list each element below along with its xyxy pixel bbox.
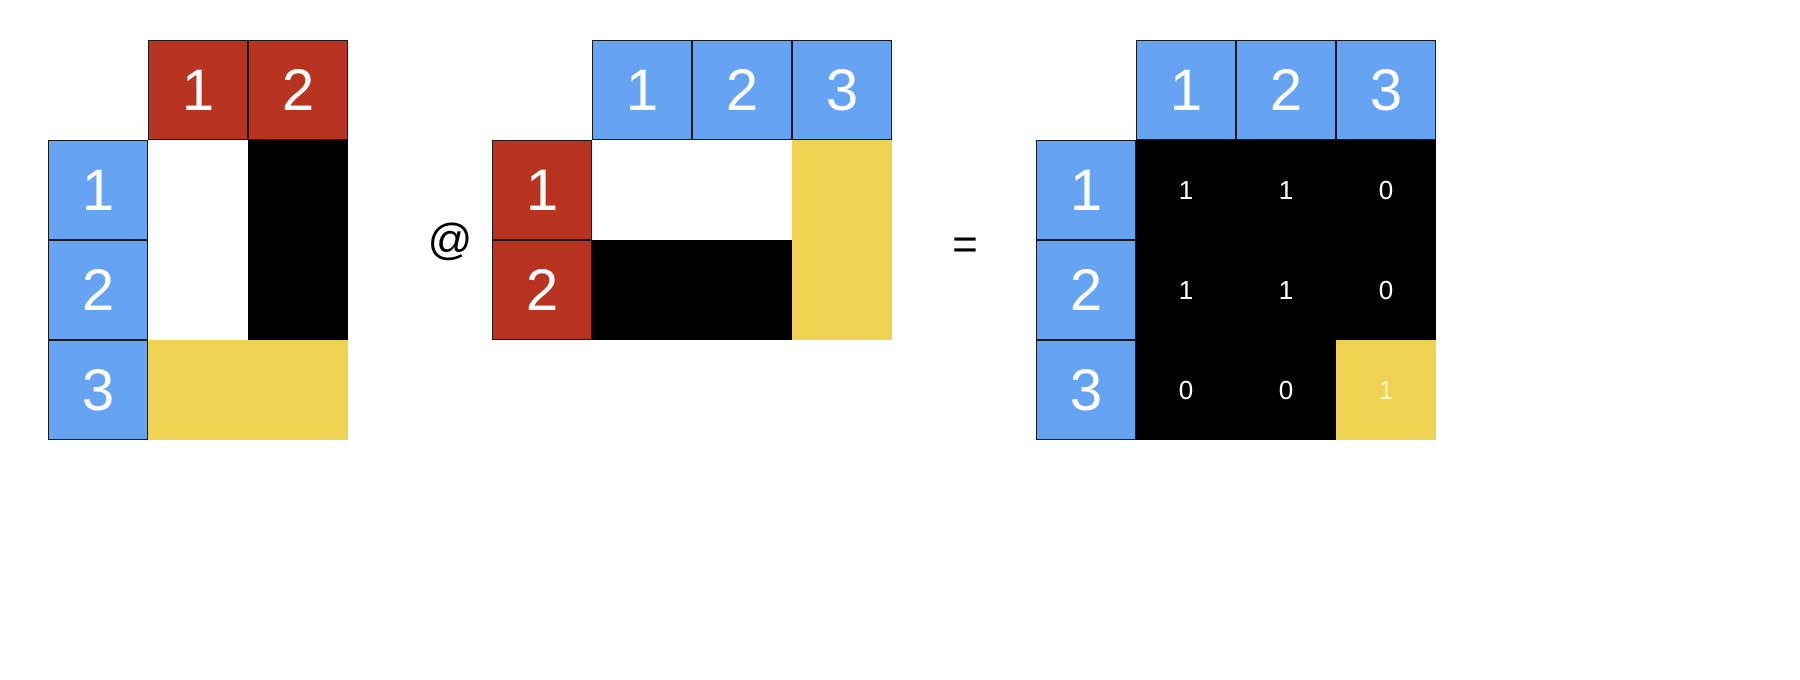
result-cell: 1 — [1136, 240, 1236, 340]
column-label: 2 — [692, 40, 792, 140]
column-label: 1 — [592, 40, 692, 140]
matrix-cell — [792, 140, 892, 240]
row-label: 2 — [1036, 240, 1136, 340]
result-cell: 1 — [1236, 240, 1336, 340]
equals-operator: = — [952, 220, 978, 269]
result-cell: 1 — [1336, 340, 1436, 440]
column-label: 2 — [248, 40, 348, 140]
column-label: 1 — [148, 40, 248, 140]
matrix-cell — [148, 140, 248, 240]
column-label: 3 — [792, 40, 892, 140]
column-label: 3 — [1336, 40, 1436, 140]
column-label: 2 — [1236, 40, 1336, 140]
result-cell: 0 — [1336, 140, 1436, 240]
matrix-cell — [248, 140, 348, 240]
matrix-cell — [148, 240, 248, 340]
row-label: 1 — [48, 140, 148, 240]
result-cell: 0 — [1136, 340, 1236, 440]
result-cell: 1 — [1236, 140, 1336, 240]
row-label: 1 — [1036, 140, 1136, 240]
matrix-cell — [248, 240, 348, 340]
matrix-cell — [248, 340, 348, 440]
matmul-operator: @ — [427, 215, 473, 264]
matrix-cell — [792, 240, 892, 340]
row-label: 2 — [48, 240, 148, 340]
row-label: 3 — [48, 340, 148, 440]
row-label: 1 — [492, 140, 592, 240]
matrix-cell — [692, 140, 792, 240]
result-cell: 0 — [1336, 240, 1436, 340]
matrix-cell — [692, 240, 792, 340]
row-label: 2 — [492, 240, 592, 340]
matrix-cell — [592, 140, 692, 240]
row-label: 3 — [1036, 340, 1136, 440]
matrix-cell — [592, 240, 692, 340]
result-cell: 0 — [1236, 340, 1336, 440]
result-cell: 1 — [1136, 140, 1236, 240]
matrix-cell — [148, 340, 248, 440]
column-label: 1 — [1136, 40, 1236, 140]
